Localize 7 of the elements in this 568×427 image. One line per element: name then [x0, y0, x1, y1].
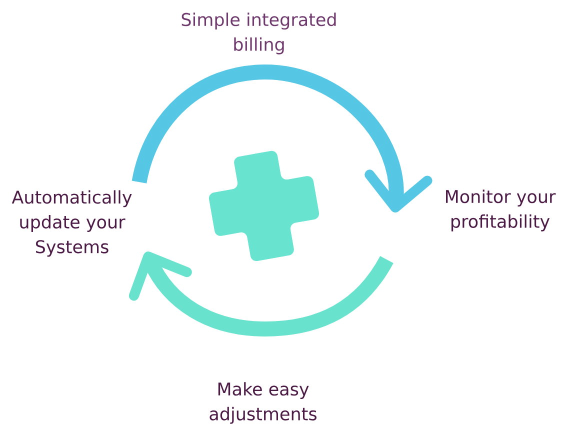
step-label: Make easy adjustments: [210, 382, 316, 424]
plus-sign: [208, 150, 320, 262]
step-label: Simple integrated billing: [182, 12, 336, 54]
curved-arrow: [128, 252, 394, 336]
curved-arrow: [132, 64, 432, 213]
step-label: Monitor your profitability: [446, 190, 556, 232]
step-label: Automatically update your Systems: [12, 190, 132, 257]
